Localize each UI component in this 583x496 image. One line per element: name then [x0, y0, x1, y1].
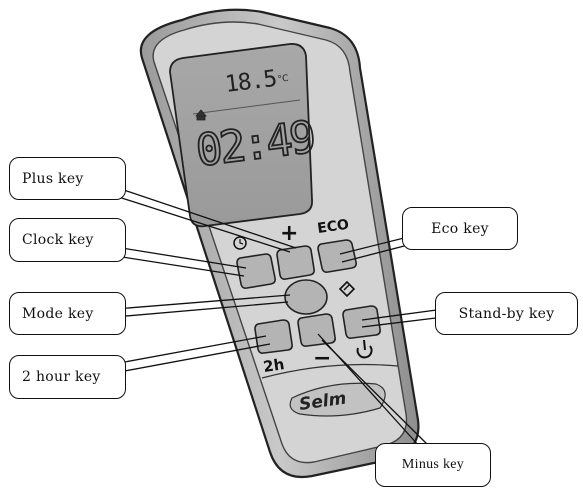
plus-symbol: +	[280, 221, 298, 246]
standby-key	[342, 305, 381, 339]
two-hour-label: 2h	[262, 355, 285, 376]
leader-2hour-2	[102, 343, 271, 376]
clock-key-callout: Clock key	[9, 218, 126, 262]
clock-key	[236, 253, 276, 289]
brand-swoosh	[261, 363, 399, 379]
leader-plus-2	[102, 191, 291, 253]
house-icon	[195, 109, 207, 121]
leader-standby	[361, 308, 445, 321]
brand-badge	[289, 382, 386, 417]
leader-clock-2	[102, 253, 245, 277]
lcd-screen	[169, 43, 313, 228]
leader-minus-2	[321, 339, 431, 448]
standby-key-callout: Stand-by key	[435, 292, 578, 335]
plus-key-label: Plus key	[22, 170, 84, 187]
minus-key	[297, 313, 336, 347]
mode-arrow-icon	[338, 280, 356, 298]
minus-key-label: Minus key	[401, 457, 465, 472]
plus-key-callout: Plus key	[9, 157, 126, 200]
lcd-temp-unit: °C	[277, 74, 289, 85]
two-hour-key-callout: 2 hour key	[9, 355, 126, 399]
plus-key	[276, 245, 315, 280]
leader-plus	[102, 182, 297, 249]
clock-key-label: Clock key	[22, 232, 94, 248]
clock-icon	[233, 236, 247, 250]
mode-key-callout: Mode key	[9, 292, 126, 335]
lcd-temperature: 18.5	[224, 66, 278, 98]
eco-label: ECO	[316, 217, 350, 237]
leader-lines	[102, 182, 445, 448]
leader-eco	[339, 235, 413, 255]
minus-symbol: −	[313, 346, 331, 371]
leader-mode-2	[102, 301, 289, 319]
eco-key-callout: Eco key	[402, 207, 518, 250]
mode-key-label: Mode key	[22, 305, 94, 322]
minus-key-callout: Minus key	[375, 443, 491, 487]
eco-key-label: Eco key	[431, 220, 489, 237]
lcd-divider	[192, 99, 301, 115]
mode-key	[284, 279, 328, 315]
leader-2hour	[102, 335, 267, 367]
eco-key	[317, 239, 357, 273]
standby-key-label: Stand-by key	[458, 305, 555, 322]
two-hour-key-label: 2 hour key	[22, 369, 101, 385]
power-icon	[356, 339, 373, 359]
leader-standby-2	[361, 316, 445, 328]
leader-clock	[102, 244, 247, 269]
leader-mode	[102, 294, 291, 311]
leader-eco-2	[341, 243, 413, 263]
